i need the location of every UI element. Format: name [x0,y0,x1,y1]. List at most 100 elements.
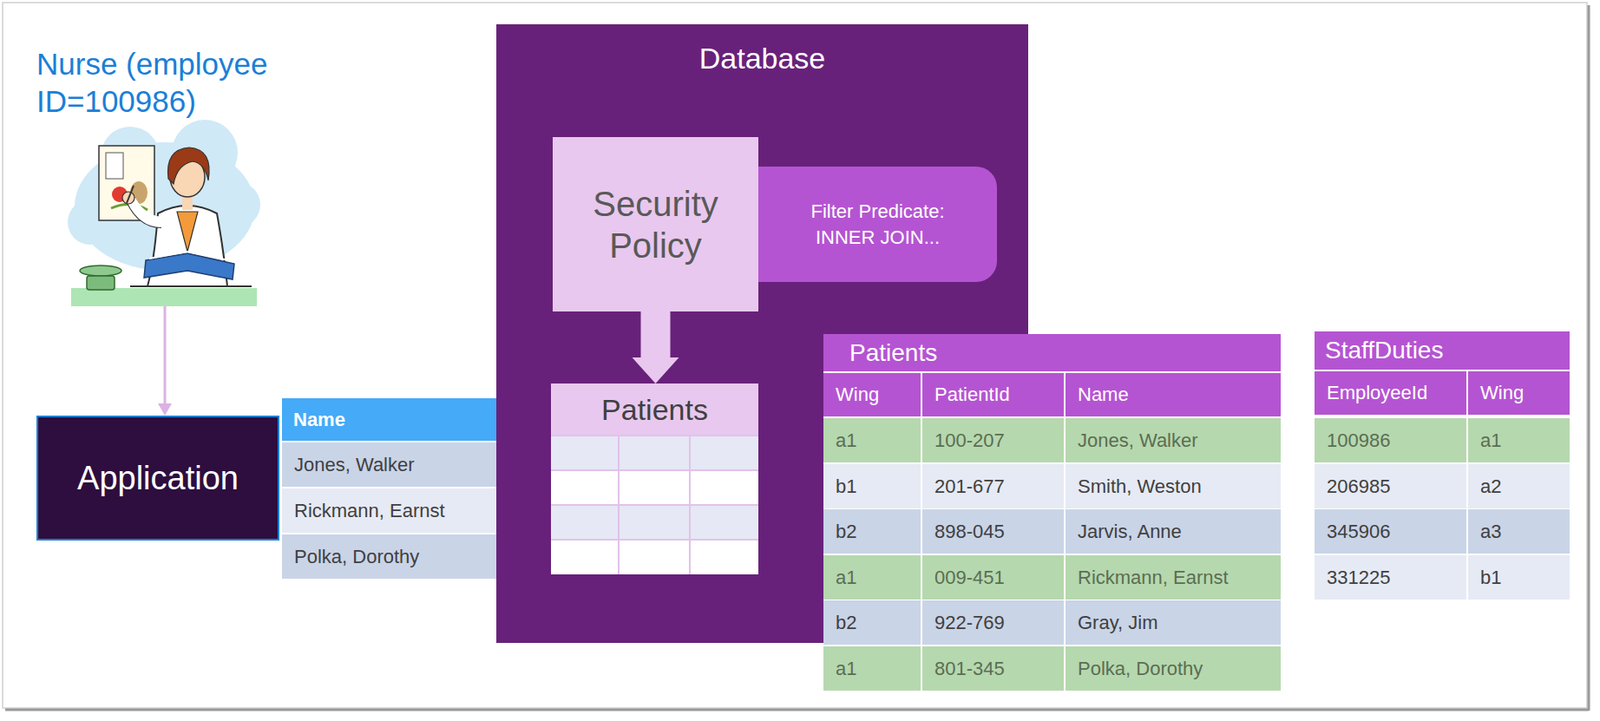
box-label: Filter Predicate: INNER JOIN... [794,198,962,251]
cell-text: b2 [835,509,857,554]
cell-text: 100986 [1326,418,1391,463]
actor-heading: Nurse (employee ID=100986) [36,45,384,120]
cloud-backdrop [74,142,256,271]
wall-poster [98,145,155,221]
cell-text: 801-345 [934,646,1005,691]
table-cell: 345906 [1314,509,1467,554]
table-cell: Gray, Jim [1065,600,1281,645]
grid-line [617,435,620,575]
nurse-hand [122,191,135,204]
nurse-illustration [67,119,261,307]
grid-line [550,434,759,437]
column-header: Wing [1480,371,1524,415]
grid-row [550,504,759,540]
application-box: Application [36,415,280,541]
cell-text: b2 [835,600,857,645]
actor-node: Nurse (employee ID=100986) [36,45,384,307]
box-label: Security Policy [552,183,759,267]
poster-glass [105,152,124,179]
column-header-cell: Wing [823,373,921,417]
cell-text: 100-207 [934,418,1005,463]
poster-bread [130,181,148,204]
table-cell: b1 [823,464,921,509]
flow-arrow [632,311,680,384]
grid-line [550,469,759,472]
grid-row [550,435,759,471]
table-cell: Jarvis, Anne [1065,509,1281,554]
grid-line [550,538,759,541]
predicate-box: Filter Predicate: INNER JOIN... [758,166,997,282]
table-cell: 206985 [1314,464,1467,509]
table-cell: a3 [1468,509,1570,554]
filtered-table-grid [550,435,759,575]
table-cell: Smith, Weston [1065,464,1281,509]
poster-greens [111,203,148,210]
frame-shadow [5,708,1589,712]
data-table: PatientsWingPatientIdNamea1100-207Jones,… [823,334,1281,693]
table-cell: 331225 [1314,555,1467,600]
table-cell: 201-677 [922,464,1064,509]
cloud-backdrop [215,182,261,228]
cell-text: Rickmann, Earnst [294,488,446,533]
table-cell: Polka, Dorothy [1065,646,1281,691]
arrow-head [157,403,172,416]
cell-text: a1 [835,418,857,463]
data-table: StaffDutiesEmployeeId Wing 100986 a1 206985 a… [1314,331,1570,601]
grid-row [550,539,759,575]
column-header: Name [1077,373,1129,417]
table-header: Name [281,398,497,441]
cloud-backdrop [171,119,238,186]
table-cell: a1 [823,646,921,691]
table-cell: Polka, Dorothy [281,534,497,579]
nurse-coat [147,205,228,287]
frame-outline [2,2,1587,709]
cell-text: 206985 [1326,464,1391,509]
table-cell: a1 [823,418,921,463]
column-header-cell: Name [1065,373,1281,417]
cell-text: b1 [835,464,857,509]
column-header-cell: EmployeeId [1314,371,1467,415]
table-title: Patients [550,383,759,436]
book-pages [149,251,230,261]
cell-text: 009-451 [934,555,1005,600]
cell-text: Jones, Walker [294,442,415,487]
cell-text: Smith, Weston [1077,464,1202,509]
nurse-shirt [177,211,198,252]
open-book [144,253,235,280]
filtered-table: Patients [550,383,759,575]
cell-text: 331225 [1326,555,1391,600]
nurse-sleeve [126,197,165,228]
column-header: Wing [835,373,879,417]
table-cell: a1 [1468,418,1570,463]
column-header-cell: PatientId [922,373,1064,417]
table-cell: Rickmann, Earnst [281,488,497,533]
grid-line [550,504,759,506]
result-table: NameJones, WalkerRickmann, EarnstPolka, … [281,398,497,582]
cell-text: Jones, Walker [1077,418,1199,463]
cloud-backdrop [100,126,160,186]
cell-text: a1 [835,555,857,600]
table-cell: b2 [823,600,921,645]
cell-text: a1 [835,646,857,691]
column-header: EmployeeId [1326,371,1428,415]
nurse-hair [168,147,210,184]
table-cell: 009-451 [922,555,1064,600]
table-cell: 100-207 [922,418,1064,463]
grid-row [550,470,759,505]
cell-text: 898-045 [934,509,1005,554]
cell-text: b1 [1480,555,1502,600]
nurse-neck [182,192,193,210]
cell-text: Gray, Jim [1077,600,1158,645]
scale-base [86,275,115,290]
frame-shadow [1587,5,1591,711]
table-cell: a1 [823,555,921,600]
nurse-pen [126,185,134,204]
table-title: StaffDuties [1314,331,1570,370]
cell-text: Polka, Dorothy [294,534,420,579]
table-cell: b1 [1468,555,1570,600]
grid-line [688,435,691,575]
policy-box: Security Policy [552,137,759,312]
scale-plate [79,265,122,276]
